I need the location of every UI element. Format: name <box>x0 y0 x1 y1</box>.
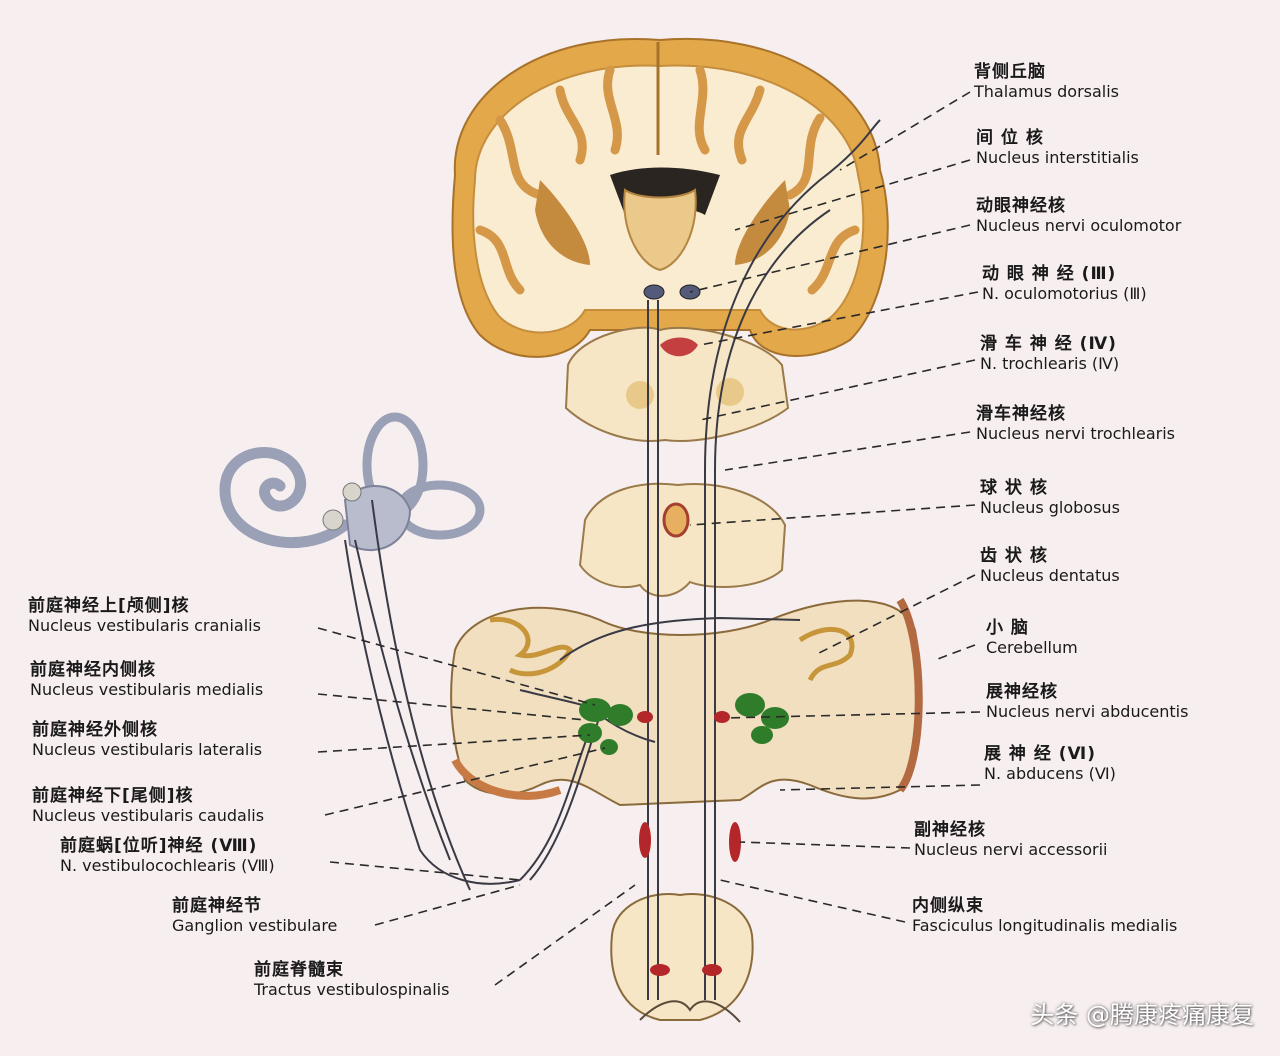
label-nucleus-vestibularis-lateralis: 前庭神经外侧核 Nucleus vestibularis lateralis <box>32 720 263 759</box>
label-zh: 前庭神经外侧核 <box>32 720 158 740</box>
label-latin: N. oculomotorius (Ⅲ) <box>982 283 1147 303</box>
label-zh: 前庭脊髓束 <box>254 960 344 980</box>
label-zh: 前庭蜗[位听]神经 (Ⅷ) <box>60 836 258 856</box>
label-latin: Nucleus nervi trochlearis <box>976 423 1175 443</box>
label-latin: Thalamus dorsalis <box>974 81 1120 101</box>
label-nucleus-nervi-trochlearis: 滑车神经核 Nucleus nervi trochlearis <box>976 404 1175 443</box>
label-latin: Nucleus vestibularis medialis <box>30 679 264 699</box>
medulla-cerebellum-section <box>450 597 923 807</box>
label-cerebellum: 小 脑 Cerebellum <box>986 618 1078 657</box>
label-zh: 背侧丘脑 <box>974 62 1046 82</box>
spinal-cord-section <box>610 893 754 1023</box>
label-latin: Cerebellum <box>986 637 1078 657</box>
label-nucleus-nervi-accessorii: 副神经核 Nucleus nervi accessorii <box>914 820 1108 859</box>
pons-section <box>578 482 787 597</box>
label-zh: 前庭神经下[尾侧]核 <box>32 786 194 806</box>
label-zh: 副神经核 <box>914 820 986 840</box>
label-zh: 动眼神经核 <box>976 196 1066 216</box>
vestibular-nuclei-green <box>578 693 789 755</box>
label-zh: 前庭神经内侧核 <box>30 660 156 680</box>
label-n-trochlearis: 滑 车 神 经 (Ⅳ) N. trochlearis (Ⅳ) <box>980 334 1120 373</box>
label-latin: Nucleus nervi oculomotor <box>976 215 1182 235</box>
label-zh: 小 脑 <box>986 618 1029 638</box>
label-zh: 展神经核 <box>986 682 1058 702</box>
label-nucleus-dentatus: 齿 状 核 Nucleus dentatus <box>980 546 1120 585</box>
label-zh: 间 位 核 <box>976 128 1044 148</box>
label-zh: 球 状 核 <box>980 478 1048 498</box>
watermark: 头条 @腾康疼痛康复 <box>1030 1001 1254 1029</box>
label-zh: 滑 车 神 经 (Ⅳ) <box>980 334 1117 354</box>
label-latin: Nucleus vestibularis lateralis <box>32 739 263 759</box>
label-zh: 前庭神经上[颅侧]核 <box>28 596 190 616</box>
label-latin: Nucleus nervi accessorii <box>914 839 1108 859</box>
label-fasciculus-longitudinalis-medialis: 内侧纵束 Fasciculus longitudinalis medialis <box>912 896 1178 935</box>
label-nucleus-interstitialis: 间 位 核 Nucleus interstitialis <box>976 128 1139 167</box>
label-n-vestibulocochlearis: 前庭蜗[位听]神经 (Ⅷ) N. vestibulocochlearis (Ⅷ) <box>60 836 275 875</box>
label-zh: 动 眼 神 经 (Ⅲ) <box>982 264 1117 284</box>
label-nucleus-nervi-oculomotor: 动眼神经核 Nucleus nervi oculomotor <box>976 196 1182 235</box>
label-latin: N. vestibulocochlearis (Ⅷ) <box>60 855 275 875</box>
label-zh: 滑车神经核 <box>976 404 1066 424</box>
label-nucleus-globosus: 球 状 核 Nucleus globosus <box>980 478 1120 517</box>
label-nucleus-vestibularis-caudalis: 前庭神经下[尾侧]核 Nucleus vestibularis caudalis <box>32 786 265 825</box>
label-nucleus-nervi-abducentis: 展神经核 Nucleus nervi abducentis <box>986 682 1189 721</box>
label-latin: Ganglion vestibulare <box>172 915 338 935</box>
label-tractus-vestibulospinalis: 前庭脊髓束 Tractus vestibulospinalis <box>254 960 450 999</box>
label-n-abducens: 展 神 经 (Ⅵ) N. abducens (Ⅵ) <box>984 744 1116 783</box>
label-zh: 展 神 经 (Ⅵ) <box>984 744 1096 764</box>
label-latin: Nucleus interstitialis <box>976 147 1139 167</box>
label-latin: Nucleus nervi abducentis <box>986 701 1189 721</box>
trochlear-nuclei <box>662 502 690 538</box>
label-nucleus-vestibularis-cranialis: 前庭神经上[颅侧]核 Nucleus vestibularis craniali… <box>28 596 261 635</box>
label-latin: Nucleus vestibularis cranialis <box>28 615 261 635</box>
label-thalamus-dorsalis: 背侧丘脑 Thalamus dorsalis <box>974 62 1120 101</box>
label-latin: Tractus vestibulospinalis <box>254 979 450 999</box>
label-zh: 内侧纵束 <box>912 896 984 916</box>
label-latin: Nucleus vestibularis caudalis <box>32 805 265 825</box>
label-ganglion-vestibulare: 前庭神经节 Ganglion vestibulare <box>172 896 338 935</box>
leader-lines <box>317 91 981 986</box>
label-latin: N. trochlearis (Ⅳ) <box>980 353 1120 373</box>
label-latin: Fasciculus longitudinalis medialis <box>912 915 1178 935</box>
label-latin: Nucleus dentatus <box>980 565 1120 585</box>
abducens-accessory-nuclei-red <box>637 711 741 976</box>
label-n-oculomotorius: 动 眼 神 经 (Ⅲ) N. oculomotorius (Ⅲ) <box>982 264 1147 303</box>
label-zh: 齿 状 核 <box>980 546 1048 566</box>
label-zh: 前庭神经节 <box>172 896 262 916</box>
nerve-fibres <box>344 119 881 1000</box>
cerebrum-coronal-section <box>451 37 889 358</box>
label-nucleus-vestibularis-medialis: 前庭神经内侧核 Nucleus vestibularis medialis <box>30 660 264 699</box>
inner-ear-labyrinth <box>219 412 485 551</box>
label-latin: N. abducens (Ⅵ) <box>984 763 1116 783</box>
label-latin: Nucleus globosus <box>980 497 1120 517</box>
